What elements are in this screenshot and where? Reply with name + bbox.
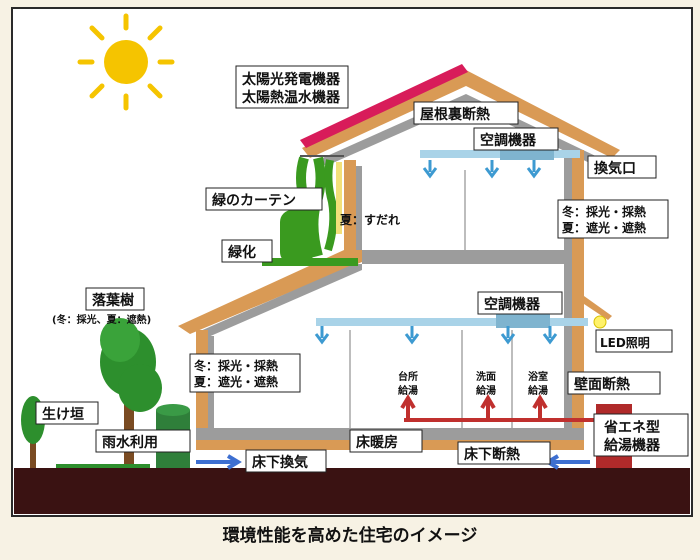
ventilation-port-label: 換気口	[594, 160, 636, 177]
sun-icon	[77, 13, 175, 111]
summer-blind-label: 夏：すだれ	[340, 213, 400, 227]
deciduous-tree-label: 落葉樹	[92, 292, 134, 309]
underfloor-insulation-box	[457, 441, 551, 465]
eco-water-heater-label-2: 給湯機器	[604, 437, 661, 454]
washroom-label-2: 給湯	[476, 384, 496, 397]
roof-insulation-box	[413, 101, 519, 125]
led-light-icon	[593, 315, 607, 329]
ac-upper-box	[473, 127, 559, 151]
wall-insulation-box	[567, 371, 661, 395]
green-curtain-box	[205, 187, 323, 211]
ac-upper-label: 空調機器	[480, 132, 537, 149]
floor-heating-box	[349, 429, 423, 453]
greening-label: 緑化	[228, 244, 256, 261]
hot-water-pipe	[400, 394, 594, 422]
underfloor-vent-box	[245, 449, 327, 473]
window-lower-summer: 夏：遮光・遮熱	[194, 374, 278, 389]
bath-label-1: 浴室	[528, 370, 548, 383]
summer-blind-icon	[336, 162, 342, 234]
greening-box	[221, 239, 273, 263]
ground	[14, 468, 690, 514]
window-upper-summer: 夏：遮光・遮熱	[562, 220, 646, 235]
eco-water-heater-box	[593, 413, 689, 457]
deciduous-tree-note: (冬：採光、夏：遮熱)	[52, 313, 151, 326]
diagram-caption: 環境性能を高めた住宅のイメージ	[223, 525, 478, 546]
kitchen-label-1: 台所	[398, 370, 418, 383]
solar-power-label: 太陽光発電機器	[242, 71, 341, 88]
window-lower-winter: 冬：採光・採熱	[194, 358, 278, 373]
solar-label-box	[235, 65, 349, 109]
lower-ac-duct	[314, 314, 588, 345]
rainwater-label: 雨水利用	[102, 434, 158, 451]
washroom-label-1: 洗面	[476, 370, 496, 383]
underfloor-vent-label: 床下換気	[252, 454, 308, 471]
window-upper-box	[557, 199, 669, 239]
deciduous-tree-icon	[100, 318, 162, 468]
ac-lower-box	[477, 291, 563, 315]
green-curtain-label: 緑のカーテン	[212, 192, 296, 209]
window-lower-box	[189, 353, 301, 393]
ventilation-port-box	[587, 155, 657, 179]
underfloor-insulation-label: 床下断熱	[464, 446, 520, 463]
ac-lower-label: 空調機器	[484, 296, 541, 313]
led-light-box	[595, 329, 673, 353]
solar-heat-label: 太陽熱温水機器	[242, 89, 341, 106]
underfloor-vent-in-arrow	[196, 454, 242, 470]
rooftop-greening	[262, 258, 358, 266]
rainwater-box	[95, 429, 191, 453]
window-upper-winter: 冬：採光・採熱	[562, 204, 646, 219]
kitchen-label-2: 給湯	[398, 384, 418, 397]
wall-insulation-label: 壁面断熱	[574, 376, 630, 393]
bath-label-2: 給湯	[528, 384, 548, 397]
led-light-label: LED照明	[600, 335, 650, 350]
roof-insulation-label: 屋根裏断熱	[420, 106, 490, 123]
eco-water-heater-label-1: 省エネ型	[603, 419, 660, 436]
hedge-label: 生け垣	[42, 406, 84, 423]
solar-panel	[300, 64, 468, 148]
hedge-box	[35, 401, 99, 425]
floor-heating-label: 床暖房	[356, 434, 398, 451]
deciduous-tree-box	[85, 287, 145, 311]
